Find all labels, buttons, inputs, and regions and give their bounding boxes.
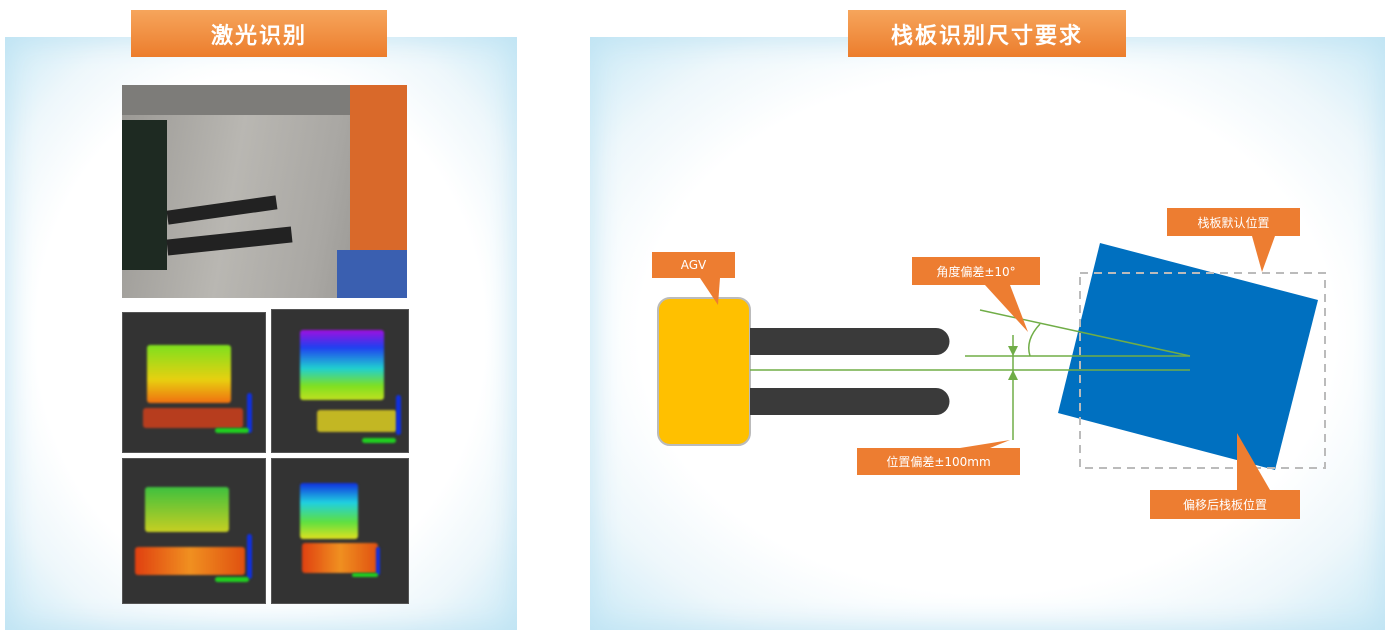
point-cloud-4 xyxy=(271,458,409,604)
arrow-up-icon xyxy=(1008,370,1018,380)
default-pallet-outline xyxy=(1079,272,1326,469)
arrow-down-icon xyxy=(1008,346,1018,356)
agv-body xyxy=(657,297,751,446)
fork-top xyxy=(750,328,950,355)
angle-deviation-label: 角度偏差±10° xyxy=(936,264,1016,279)
position-deviation-label: 位置偏差±100mm xyxy=(886,455,991,469)
forklift-photo xyxy=(122,85,407,298)
callouts xyxy=(652,208,1300,519)
offset-position-label: 偏移后栈板位置 xyxy=(1182,498,1267,512)
point-cloud-1 xyxy=(122,312,266,453)
pallet-requirements-title: 栈板识别尺寸要求 xyxy=(848,10,1126,57)
laser-recognition-title: 激光识别 xyxy=(131,10,387,57)
default-position-label: 栈板默认位置 xyxy=(1197,215,1270,230)
fork-bottom xyxy=(750,388,950,415)
agv-label: AGV xyxy=(680,258,707,272)
point-cloud-2 xyxy=(271,309,409,453)
point-cloud-3 xyxy=(122,458,266,604)
